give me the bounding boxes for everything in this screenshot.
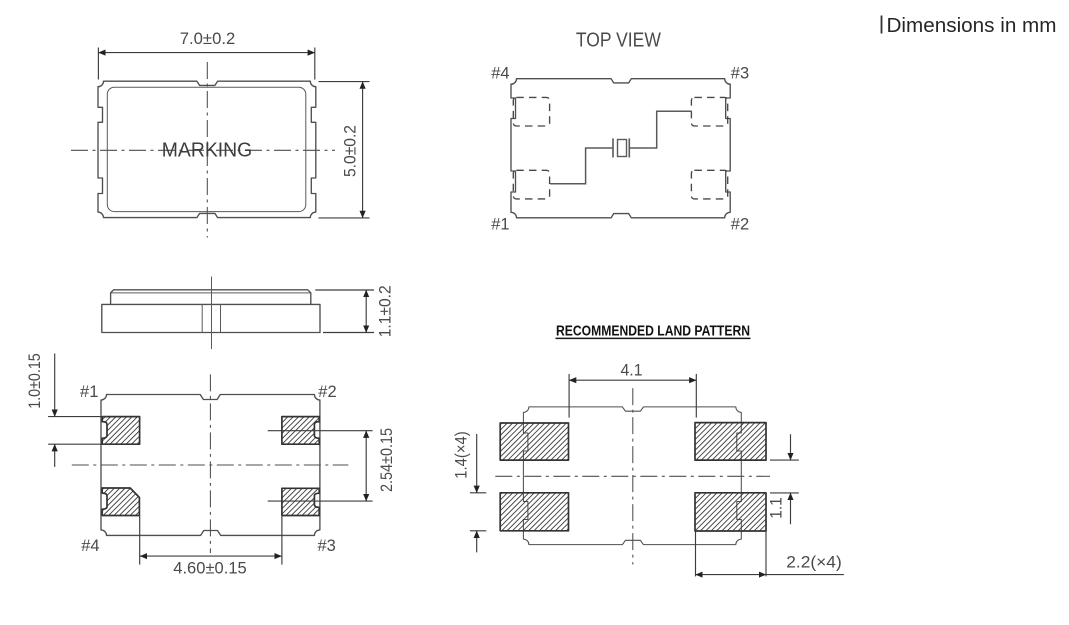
- svg-text:#3: #3: [318, 537, 336, 555]
- svg-text:1.4(×4): 1.4(×4): [451, 431, 470, 479]
- svg-text:#4: #4: [491, 64, 509, 82]
- svg-text:#2: #2: [318, 383, 336, 401]
- svg-text:2.2(×4): 2.2(×4): [786, 552, 842, 571]
- svg-text:Dimensions in mm: Dimensions in mm: [887, 15, 1057, 37]
- svg-text:MARKING: MARKING: [162, 138, 253, 161]
- svg-text:1.1±0.2: 1.1±0.2: [375, 285, 394, 337]
- svg-text:RECOMMENDED LAND PATTERN: RECOMMENDED LAND PATTERN: [556, 322, 750, 339]
- svg-text:4.1: 4.1: [621, 360, 643, 379]
- svg-text:1.1: 1.1: [767, 497, 786, 519]
- svg-text:4.60±0.15: 4.60±0.15: [173, 558, 247, 577]
- svg-text:TOP VIEW: TOP VIEW: [576, 30, 661, 52]
- svg-text:#4: #4: [81, 537, 99, 555]
- svg-text:#1: #1: [80, 383, 98, 401]
- svg-text:2.54±0.15: 2.54±0.15: [377, 428, 396, 492]
- svg-text:#1: #1: [491, 216, 509, 234]
- svg-text:#2: #2: [731, 216, 749, 234]
- svg-text:5.0±0.2: 5.0±0.2: [340, 125, 359, 177]
- svg-text:7.0±0.2: 7.0±0.2: [180, 29, 236, 48]
- svg-text:#3: #3: [731, 64, 749, 82]
- svg-text:1.0±0.15: 1.0±0.15: [25, 353, 44, 409]
